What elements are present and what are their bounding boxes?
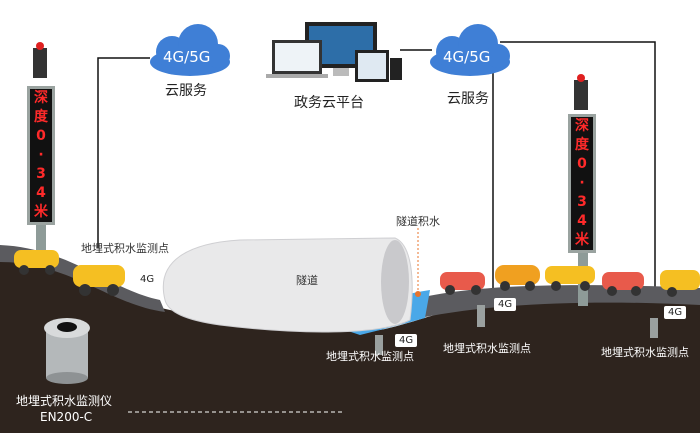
tunnel-label: 隧道 (296, 274, 318, 287)
cloud-icon-right (430, 24, 510, 76)
warning-light-right (574, 80, 588, 110)
cars (14, 250, 700, 297)
4g-tag: 4G (395, 334, 418, 347)
road-right (410, 285, 700, 318)
monitor-point-label: 地埋式积水监测点 (443, 342, 531, 355)
device-illustration (44, 318, 90, 384)
cloud-left-caption: 云服务 (165, 83, 207, 99)
link-line-left (97, 57, 150, 248)
monitor-point-label: 地埋式积水监测点 (601, 346, 689, 359)
cloud-icon-left (150, 24, 230, 76)
device-model: EN200-C (40, 410, 93, 424)
4g-tag: 4G (136, 273, 159, 286)
monitor-point-label: 地埋式积水监测点 (81, 242, 169, 255)
4g-tag: 4G (494, 298, 517, 311)
cloud-right-label: 4G/5G (443, 48, 491, 66)
monitor-point-label: 地埋式积水监测点 (326, 350, 414, 363)
tunnel-mouth (381, 240, 409, 324)
tunnel-water-label: 隧道积水 (396, 215, 440, 228)
cloud-left-label: 4G/5G (163, 48, 211, 66)
warning-light-left (33, 48, 47, 78)
tunnel (162, 237, 413, 333)
4g-tag: 4G (664, 306, 687, 319)
platform-caption: 政务云平台 (294, 95, 364, 111)
device-name: 地埋式积水监测仪 (16, 394, 113, 408)
platform-devices-icon (266, 22, 402, 82)
pole-left (36, 200, 46, 262)
cloud-right-caption: 云服务 (447, 91, 489, 107)
link-line-right-b (500, 41, 656, 300)
